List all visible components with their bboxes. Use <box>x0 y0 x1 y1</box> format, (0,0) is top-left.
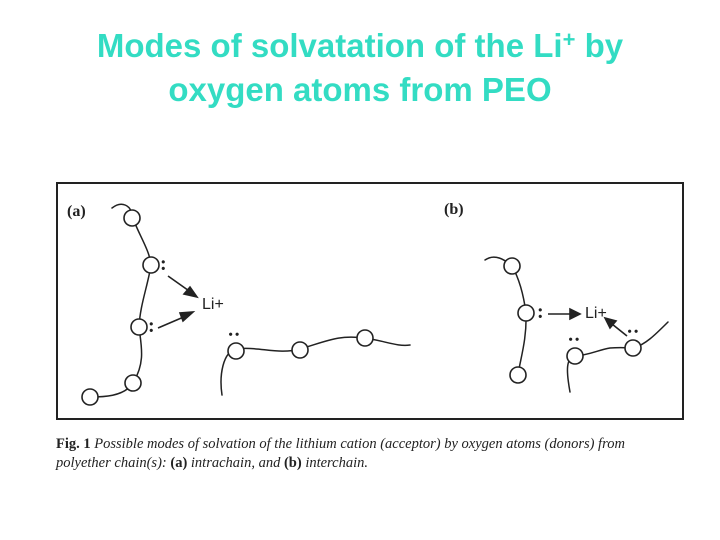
oxygen-atom-circle <box>291 341 309 359</box>
chain-b-first <box>484 256 527 376</box>
oxygen-atom-circle <box>81 388 99 406</box>
oxygen-atom-circle <box>356 329 374 347</box>
lone-pair-mark: : <box>160 253 167 275</box>
oxygen-atom-circle <box>566 347 584 365</box>
lone-pair-mark: : <box>148 315 155 337</box>
oxygen-atom-circle <box>503 257 521 275</box>
oxygen-atom-circle <box>517 304 535 322</box>
li-cation-label-a: Li+ <box>202 296 224 313</box>
oxygen-atoms <box>81 209 642 406</box>
oxygen-atom-circle <box>624 339 642 357</box>
arrow-head <box>178 311 196 323</box>
slide-title: Modes of solvatation of the Li+ by oxyge… <box>0 24 720 112</box>
arrow-head <box>569 307 582 321</box>
lone-pair-mark: : <box>537 301 544 323</box>
chain-a-horizontal <box>220 336 411 396</box>
arrow-b-up <box>611 323 628 337</box>
chain-a-vertical <box>89 203 152 398</box>
arrow-head <box>182 285 199 299</box>
coordination-arrows <box>157 275 628 337</box>
figure-labels: (a) (b) Li+ Li+ <box>67 201 607 322</box>
lone-pairs: : : : : : : <box>148 253 645 343</box>
polymer-chains <box>89 203 669 398</box>
caption-fig-label: Fig. 1 <box>56 436 91 452</box>
title-superscript: + <box>562 27 576 52</box>
caption-text: Possible modes of solvation of the lithi… <box>56 436 625 471</box>
lone-pair-mark: : <box>623 328 645 335</box>
lone-pair-mark: : <box>224 331 246 338</box>
oxygen-atom-circle <box>124 374 142 392</box>
arrow-head <box>603 316 618 330</box>
oxygen-atom-circle <box>142 256 160 274</box>
figure-frame <box>56 182 684 420</box>
oxygen-atom-circle <box>227 342 245 360</box>
li-cation-label-b: Li+ <box>585 305 607 322</box>
oxygen-atom-circle <box>509 366 527 384</box>
panel-b-label: (b) <box>444 201 464 218</box>
lone-pair-mark: : <box>564 336 586 343</box>
figure-caption: Fig. 1 Possible modes of solvation of th… <box>56 435 676 473</box>
title-line-2: oxygen atoms from PEO <box>168 71 552 108</box>
title-text: Modes of solvatation of the Li <box>96 27 563 64</box>
title-text-end: by <box>575 27 624 64</box>
oxygen-atom-circle <box>123 209 141 227</box>
title-line-1: Modes of solvatation of the Li+ by <box>0 24 720 68</box>
panel-a-label: (a) <box>67 203 86 220</box>
oxygen-atom-circle <box>130 318 148 336</box>
